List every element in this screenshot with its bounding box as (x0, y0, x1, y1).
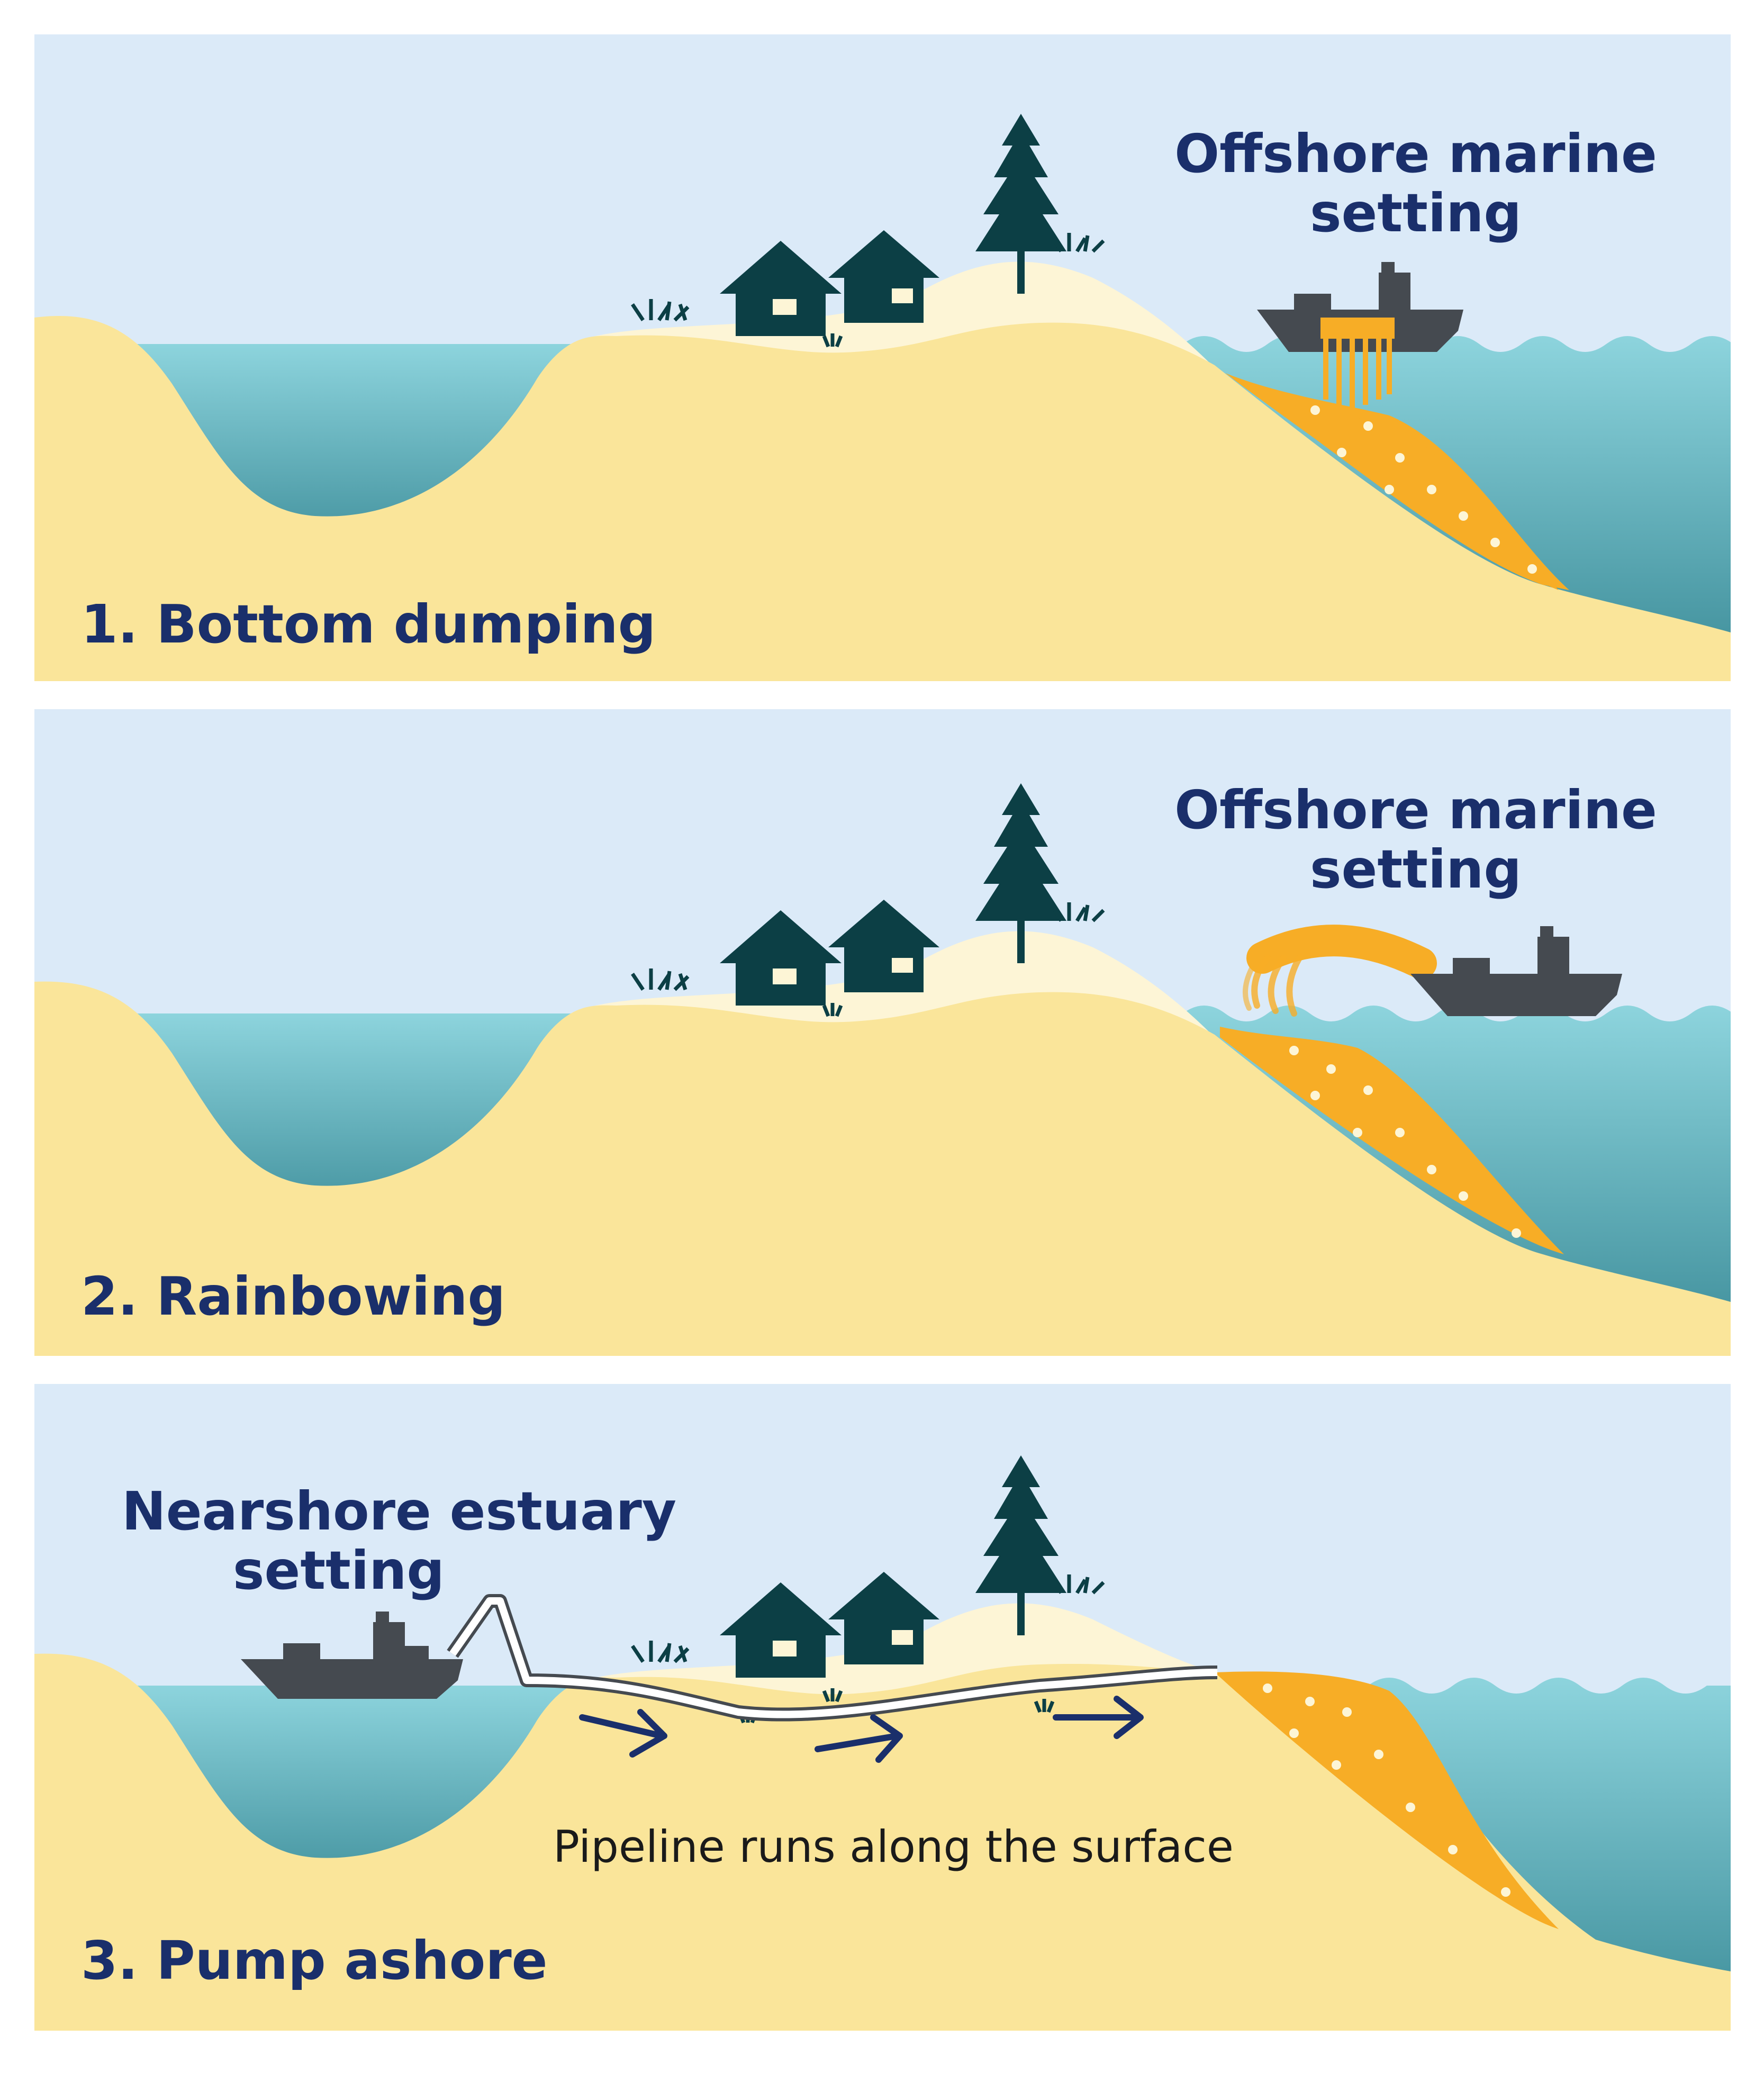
panel-title: 1. Bottom dumping (81, 598, 656, 651)
panel-title: 2. Rainbowing (81, 1270, 505, 1323)
panel-pump-ashore: 3. Pump ashore Nearshore estuary setting… (34, 1384, 1731, 2031)
pipeline-caption: Pipeline runs along the surface (553, 1825, 1234, 1869)
setting-label: Offshore marine setting (1151, 781, 1680, 899)
setting-label: Offshore marine setting (1151, 124, 1680, 243)
panel-rainbowing: 2. Rainbowing Offshore marine setting (34, 709, 1731, 1356)
panel-title: 3. Pump ashore (81, 1934, 548, 1987)
panel-bottom-dumping: 1. Bottom dumping Offshore marine settin… (34, 34, 1731, 681)
setting-label: Nearshore estuary setting (122, 1482, 556, 1600)
